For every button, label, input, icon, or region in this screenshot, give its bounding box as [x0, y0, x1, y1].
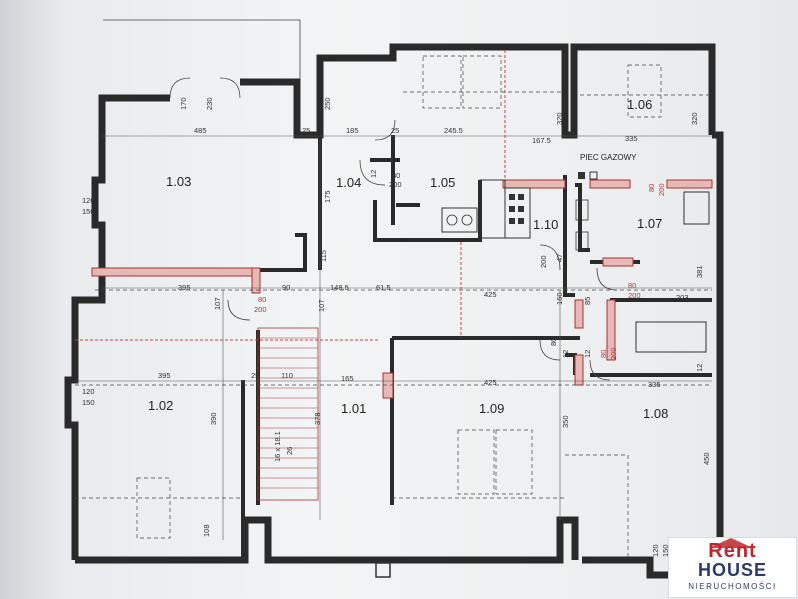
- rent-house-logo: Rent HOUSE NIERUCHOMOŚCI: [668, 537, 797, 598]
- dim-150c: 150: [661, 544, 670, 557]
- dim-485: 485: [194, 126, 207, 135]
- dim-250: 250: [323, 97, 332, 110]
- door-106-height: 200: [609, 347, 618, 360]
- dim-320b: 320: [690, 112, 699, 125]
- logo-line-2: HOUSE: [697, 560, 767, 580]
- dim-85: 85: [583, 297, 592, 305]
- dim-230: 230: [205, 97, 214, 110]
- dim-381: 381: [695, 265, 704, 278]
- door-106-width: 80: [599, 350, 608, 358]
- door-swings: [169, 77, 618, 381]
- dim-25c: 25: [251, 371, 259, 380]
- dim-175: 175: [323, 190, 332, 203]
- skylights: [136, 55, 662, 539]
- dim-335-top: 335: [625, 134, 638, 143]
- dim-107b: 107: [317, 299, 326, 312]
- dim-395a: 395: [178, 283, 191, 292]
- room-label-108: 1.08: [643, 406, 668, 421]
- dim-148-5: 148.5: [330, 283, 349, 292]
- door-108-width: 80: [628, 281, 636, 290]
- stairs-label-a: 16 x 18.1: [273, 431, 282, 462]
- room-label-102: 1.02: [148, 398, 173, 413]
- kitchen-fixtures: [441, 171, 710, 353]
- dim-110: 110: [281, 371, 293, 380]
- gas-stove-label: PIEC GAZOWY: [580, 153, 637, 162]
- room-label-101: 1.01: [341, 401, 366, 416]
- room-label-105: 1.05: [430, 175, 455, 190]
- dim-378: 378: [313, 412, 322, 425]
- room-label-103: 1.03: [166, 174, 191, 189]
- logo-line-3: NIERUCHOMOŚCI: [688, 582, 777, 591]
- dim-395b: 395: [158, 371, 171, 380]
- dim-450: 450: [702, 452, 711, 465]
- staircase: [257, 327, 319, 501]
- dim-425a: 425: [484, 290, 497, 299]
- dimension-texts-vertical: 250 175 115 170 230 320 320 381 107 107 …: [179, 97, 711, 557]
- dashed-lines: [75, 50, 712, 560]
- column-symbol: [375, 562, 391, 578]
- door-105-height: 200: [389, 180, 402, 189]
- door-103-height: 200: [254, 305, 267, 314]
- dim-61-5: 61.5: [376, 283, 391, 292]
- dim-25b: 25: [391, 126, 399, 135]
- stairs-label-b: 26: [285, 447, 294, 455]
- hatched-walls: [91, 179, 713, 399]
- logo-line-1: Rent: [708, 540, 757, 562]
- interior-walls: [241, 135, 712, 560]
- room-label-110: 1.10: [533, 217, 558, 232]
- dim-90: 90: [282, 283, 290, 292]
- dim-12c: 12: [561, 350, 570, 358]
- room-label-109: 1.09: [479, 401, 504, 416]
- dim-167-5: 167.5: [532, 136, 551, 145]
- dim-47: 47: [555, 254, 564, 262]
- room-label-106: 1.06: [627, 97, 652, 112]
- dim-350: 350: [561, 415, 570, 428]
- door-105-width: 80: [392, 171, 400, 180]
- dim-160: 160: [555, 292, 564, 305]
- dim-165: 165: [341, 374, 354, 383]
- room-label-107: 1.07: [637, 216, 662, 231]
- dimension-lines: [75, 135, 712, 540]
- dim-320a: 320: [555, 112, 564, 125]
- dimension-texts: 485 25 185 25 245.5 167.5 335 395 90 148…: [82, 126, 689, 407]
- dim-390: 390: [209, 412, 218, 425]
- dim-12a: 12: [369, 170, 378, 178]
- dim-12d: 12: [583, 350, 592, 358]
- dim-245-5: 245.5: [444, 126, 463, 135]
- dim-108: 108: [202, 524, 211, 537]
- dim-185: 185: [346, 126, 359, 135]
- door-109-height: 200: [539, 255, 548, 268]
- dim-25a: 25: [302, 126, 310, 135]
- door-109-width: 80: [549, 338, 558, 346]
- door-107-width: 80: [647, 184, 656, 192]
- dim-107a: 107: [213, 297, 222, 310]
- dim-120b: 120: [82, 387, 95, 396]
- dim-120a: 120: [82, 196, 95, 205]
- room-labels: 1.03 1.04 1.05 1.06 1.07 1.08 1.09 1.10 …: [148, 97, 668, 421]
- door-107-height: 200: [657, 183, 666, 196]
- dim-150b: 150: [82, 398, 95, 407]
- door-labels: 80 200 80 200 80 200 80 200 80 200 80 20…: [254, 171, 666, 360]
- sheet-outline: [103, 19, 301, 82]
- door-103-width: 80: [258, 295, 266, 304]
- door-108-height: 200: [628, 291, 641, 300]
- dim-115: 115: [319, 250, 328, 262]
- dim-425b: 425: [484, 378, 497, 387]
- dim-170: 170: [179, 97, 188, 110]
- logo-roof-icon: [709, 538, 753, 548]
- dim-203: 203: [676, 293, 689, 302]
- dim-335b: 335: [648, 380, 661, 389]
- dim-12b: 12: [695, 364, 704, 372]
- room-label-104: 1.04: [336, 175, 361, 190]
- dim-120c: 120: [651, 544, 660, 557]
- dim-150a: 150: [82, 207, 95, 216]
